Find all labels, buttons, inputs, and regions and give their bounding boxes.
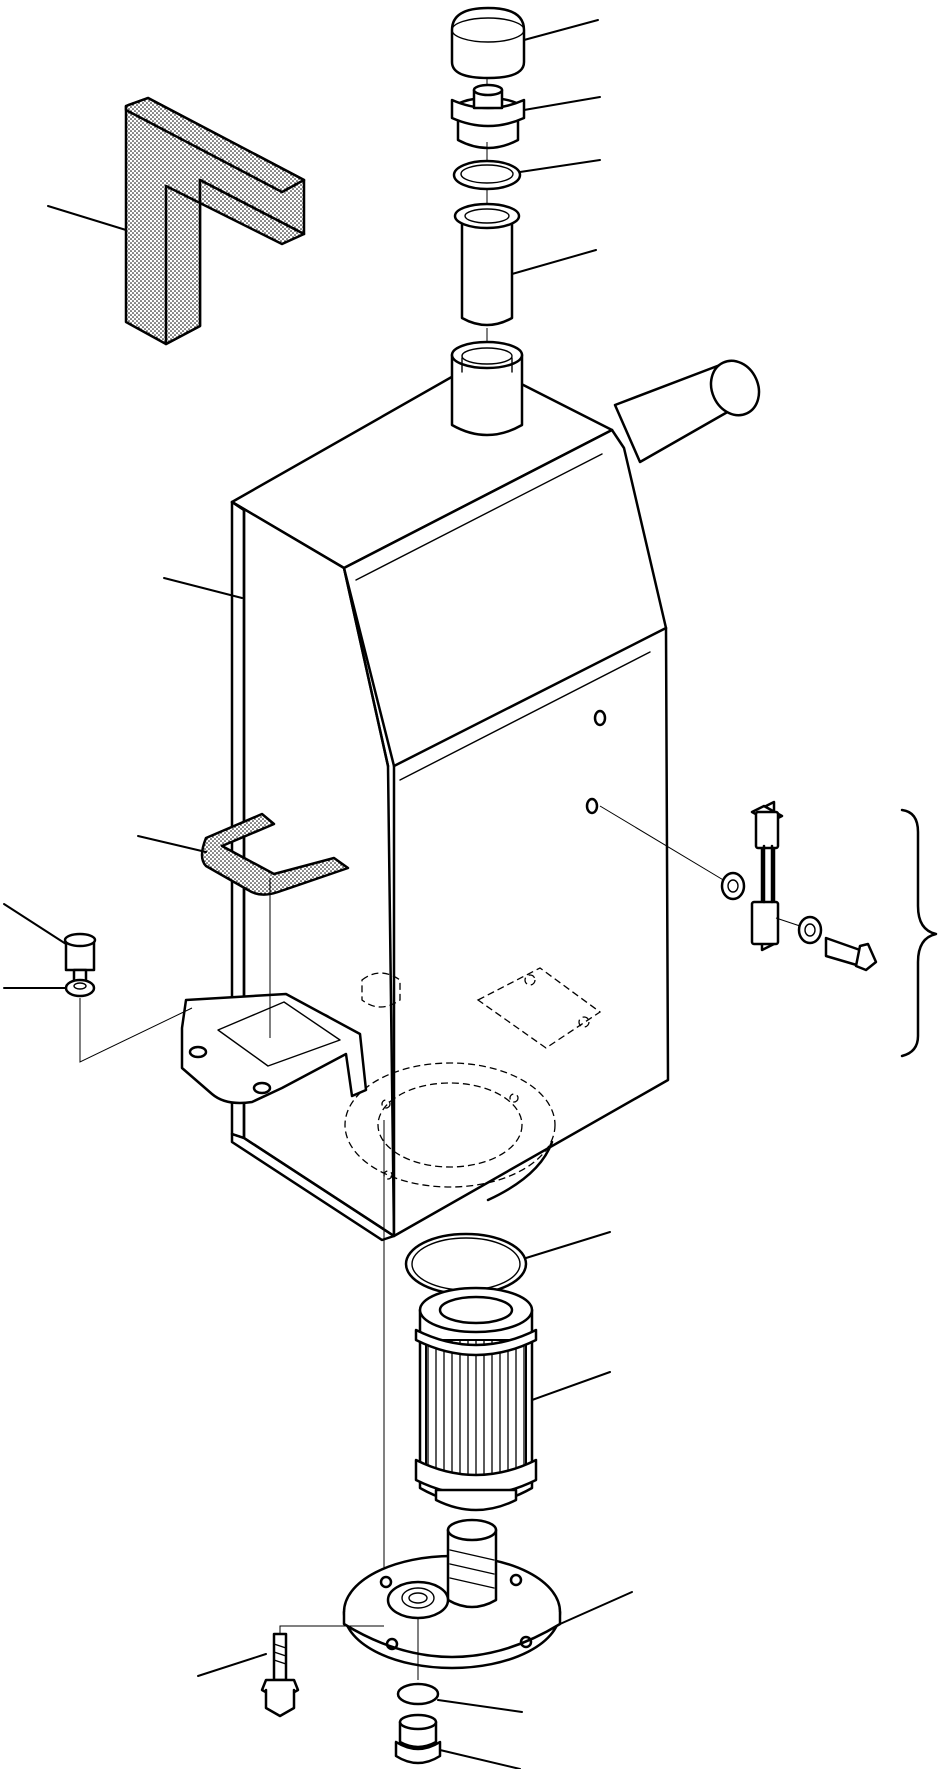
- breather-cap: [450, 6, 599, 80]
- drain-plug: [394, 1713, 521, 1769]
- bolt-axis: [79, 998, 193, 1063]
- filler-neck: [450, 340, 524, 437]
- tank-leader: [163, 577, 243, 599]
- o-ring-drain: [396, 1618, 523, 1713]
- foam-strip-u: [137, 812, 350, 896]
- outlet-tube: [613, 359, 761, 464]
- group-brace: [900, 808, 938, 1058]
- sight-gauge: [599, 800, 878, 972]
- base-flange: [342, 1518, 633, 1670]
- o-ring-upper: [452, 159, 601, 191]
- strainer-sleeve: [453, 202, 597, 327]
- foam-pad-angle: [47, 96, 306, 346]
- filter-element: [414, 1286, 611, 1512]
- flange-bolt: [197, 1625, 384, 1718]
- o-ring-flange: [404, 1231, 611, 1296]
- tank-body: [230, 360, 670, 1242]
- filler-plug: [450, 83, 601, 150]
- mounting-bracket: [180, 878, 368, 1105]
- bracket-washer: [3, 978, 96, 998]
